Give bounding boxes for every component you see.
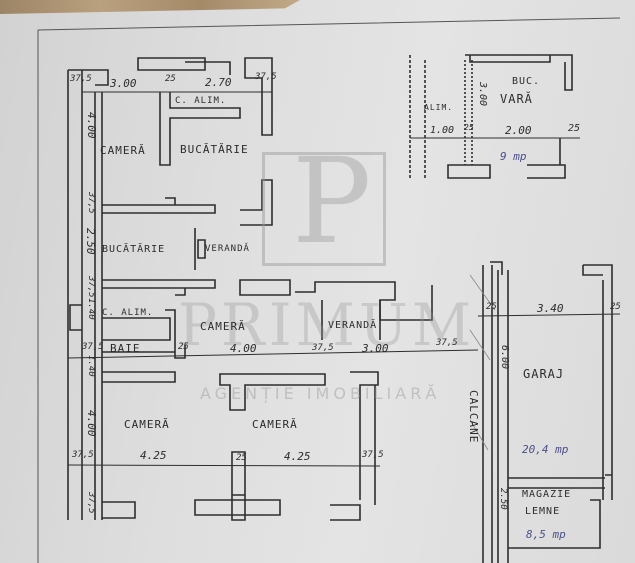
dim-label: 1.40 xyxy=(86,298,96,320)
area-label-buc-vara: 9 mp xyxy=(500,150,527,163)
dim-label: 25 xyxy=(568,123,581,134)
room-label-alim: ALIM. xyxy=(424,103,454,112)
area-label-garaj: 20,4 mp xyxy=(522,443,569,456)
dim-label: 37,5 xyxy=(70,74,92,84)
dim-label: 2.50 xyxy=(84,228,97,255)
dim-label: 37,5 xyxy=(255,72,277,82)
dim-label: 2.70 xyxy=(205,76,232,89)
dim-label: 25 xyxy=(165,74,176,84)
dim-label: 25 xyxy=(236,453,247,463)
room-label-c-alim: C. ALIM. xyxy=(175,96,227,106)
room-label-camera: CAMERĂ xyxy=(100,144,146,157)
room-label-camera-4: CAMERĂ xyxy=(252,418,298,431)
room-label-veranda-2: VERANDĂ xyxy=(328,320,378,331)
side-label-calcane: CALCANE xyxy=(467,390,480,444)
dim-label: 37,5 xyxy=(86,276,96,298)
room-label-bucatarie-2: BUCĂTĂRIE xyxy=(102,244,166,255)
dim-label: 3.00 xyxy=(362,342,389,355)
dim-label: 4.00 xyxy=(85,112,98,139)
dim-label: 25 xyxy=(486,302,497,312)
room-label-c-alim-2: C. ALIM. xyxy=(102,308,154,318)
room-label-buc-vara-line1: BUC. xyxy=(512,76,541,87)
dim-label: 4.00 xyxy=(85,410,98,437)
room-label-magazie-line2: LEMNE xyxy=(525,506,561,517)
watermark-logo-letter: P xyxy=(292,132,372,270)
room-label-bucatarie: BUCĂTĂRIE xyxy=(180,143,249,156)
room-label-camera-3: CAMERĂ xyxy=(124,418,170,431)
dim-label: 4.25 xyxy=(284,450,311,463)
room-label-buc-vara-line2: VARĂ xyxy=(500,92,533,106)
dim-label: 3.40 xyxy=(537,302,564,315)
dim-label: 4.25 xyxy=(140,449,167,462)
dim-label: 3.00 xyxy=(110,77,137,90)
watermark-brand: PRIMUM xyxy=(178,291,476,359)
dim-label: 25 xyxy=(464,123,474,132)
dim-label: 37,5 xyxy=(436,338,458,348)
room-label-camera-2: CAMERĂ xyxy=(200,320,246,333)
dim-label: 37,5 xyxy=(72,450,94,460)
dim-label: 2.50 xyxy=(498,488,508,510)
dim-label: 25 xyxy=(178,342,189,352)
room-label-garaj: GARAJ xyxy=(523,367,565,381)
dim-label: 37,5 xyxy=(86,192,96,214)
dim-label: 1.00 xyxy=(430,125,455,136)
watermark-subtitle: AGENȚIE IMOBILIARĂ xyxy=(200,384,441,403)
dim-label: 4.00 xyxy=(230,342,257,355)
dim-label: 37,5 xyxy=(362,450,384,460)
dim-label: 37,5 xyxy=(82,342,104,352)
watermark-logo-frame xyxy=(262,152,386,266)
room-label-veranda: VERANDĂ xyxy=(205,244,250,254)
dim-label: 2.00 xyxy=(505,124,532,137)
dim-label: 37,5 xyxy=(86,492,96,514)
dim-label: 3.00 xyxy=(477,82,488,107)
dim-label: 6.00 xyxy=(499,345,510,370)
room-label-baie: BAIE xyxy=(110,342,141,355)
dim-label: 25 xyxy=(610,302,621,312)
dim-label: 37,5 xyxy=(312,343,334,353)
room-label-magazie-line1: MAGAZIE xyxy=(522,489,572,500)
dim-label: 1.40 xyxy=(86,355,96,377)
area-label-magazie: 8,5 mp xyxy=(526,528,566,541)
